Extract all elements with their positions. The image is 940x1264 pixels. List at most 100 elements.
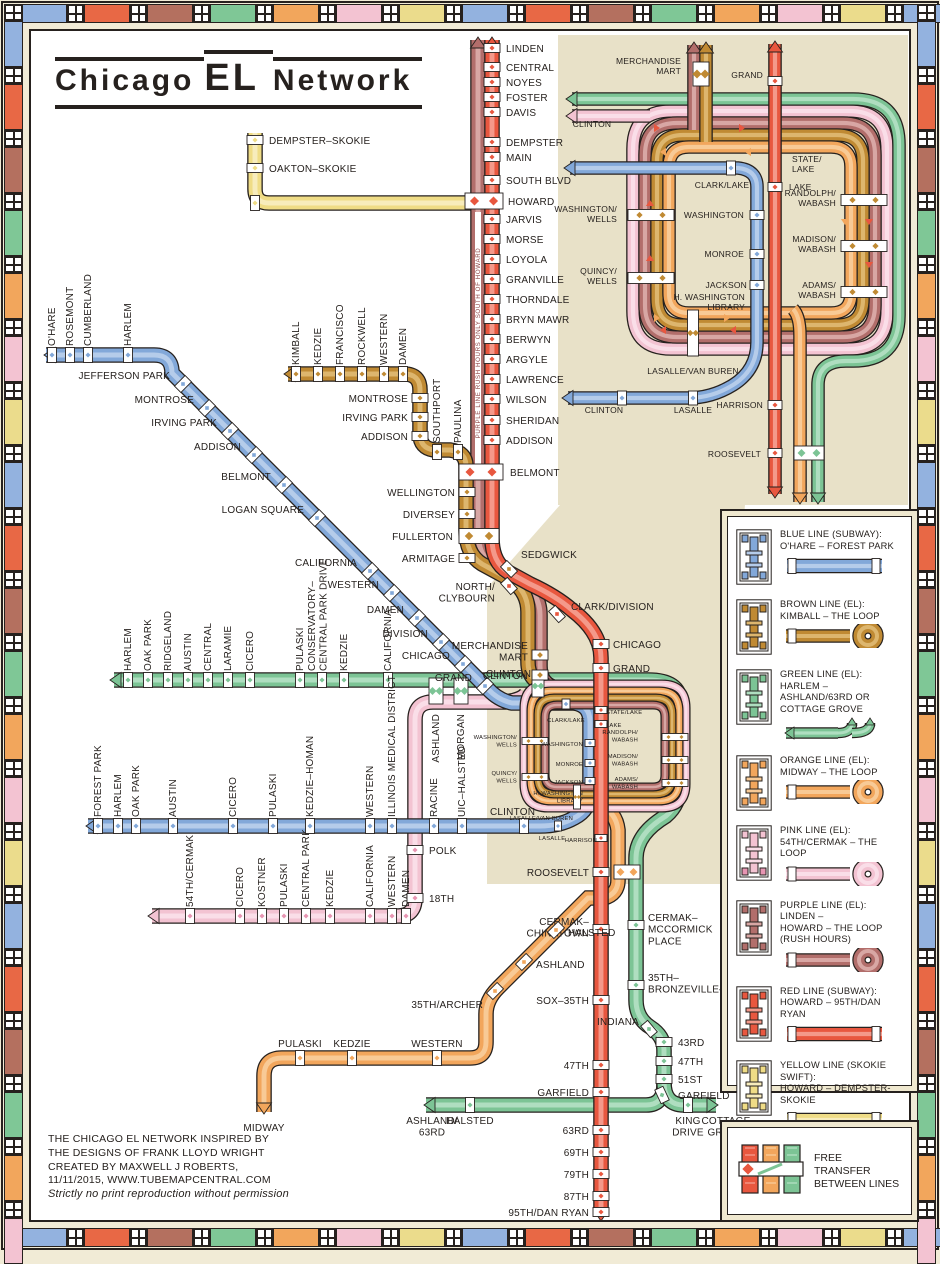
- station-label: KOSTNER: [257, 857, 268, 907]
- legend-item-blue: Blue Line (Subway):O'Hare – Forest Park: [736, 529, 903, 590]
- glass-tile: [84, 4, 130, 23]
- station-label: POLK: [429, 846, 457, 857]
- glass-pane: [445, 1228, 462, 1247]
- legend-item-yellow: Yellow Line (Skokie Swift):Howard – Demp…: [736, 1060, 903, 1137]
- station-label: KEDZIE: [333, 1039, 370, 1050]
- station-label: DAMEN: [398, 328, 409, 365]
- station-label: HARRISON: [565, 838, 597, 844]
- station-label: ADDISON: [194, 442, 241, 453]
- station-label: UIC–HALSTED: [457, 746, 468, 817]
- glass-pane: [4, 949, 23, 966]
- legend-item-label: Pink Line (EL):54th/Cermak – The Loop: [780, 825, 878, 858]
- glass-tile: [777, 1228, 823, 1247]
- glass-pane: [917, 571, 936, 588]
- station-label: LAKE: [606, 723, 622, 729]
- station-label: STATE/LAKE: [606, 710, 642, 716]
- station-label: LASALLE: [539, 836, 566, 842]
- purple-line-note: PURPLE LINE RUSH HOURS ONLY SOUTH OF HOW…: [475, 248, 482, 439]
- station-label: CENTRAL: [506, 63, 554, 74]
- glass-pane: [917, 382, 936, 399]
- station-label: MONROE: [705, 249, 745, 259]
- glass-pane: [917, 1012, 936, 1029]
- legend-item-label: Orange Line (EL):Midway – The Loop: [780, 755, 878, 777]
- glass-pane: [823, 4, 840, 23]
- glass-pane: [697, 1228, 714, 1247]
- station-label: ROOSEVELT: [527, 868, 589, 879]
- credit-line: Strictly no print reproduction without p…: [48, 1188, 289, 1201]
- glass-tile: [917, 1155, 936, 1201]
- station-label: HARLEM: [113, 774, 124, 817]
- glass-pane: [445, 4, 462, 23]
- station-label: RANDOLPH/WABASH: [785, 188, 837, 208]
- glass-tile: [4, 1029, 23, 1075]
- line-legend: Blue Line (Subway):O'Hare – Forest ParkB…: [727, 516, 912, 1128]
- glass-tile: [917, 651, 936, 697]
- station-label: 43RD: [678, 1038, 704, 1049]
- glass-tile: [4, 210, 23, 256]
- glass-pane: [508, 1228, 525, 1247]
- glass-tile: [777, 4, 823, 23]
- glass-tile: [917, 777, 936, 823]
- glass-tile: [4, 462, 23, 508]
- glass-pane: [4, 760, 23, 777]
- glass-pane: [886, 1228, 903, 1247]
- glass-tile: [462, 4, 508, 23]
- glass-pane: [130, 4, 147, 23]
- glass-pane: [4, 445, 23, 462]
- station-label: 54TH/CERMAK: [185, 835, 196, 907]
- station-label: LOGAN SQUARE: [222, 505, 305, 516]
- station-label: WESTERN: [328, 580, 379, 591]
- glass-pane: [193, 4, 210, 23]
- glass-tile: [917, 903, 936, 949]
- glass-tile: [210, 4, 256, 23]
- glass-pane: [256, 1228, 273, 1247]
- glass-tile: [917, 210, 936, 256]
- glass-pane: [508, 4, 525, 23]
- station-label: QUINCY/WELLS: [580, 266, 617, 286]
- station-label: JACKSON: [554, 780, 583, 786]
- glass-pane: [760, 4, 777, 23]
- transfer-label: Free transfer between lines: [814, 1151, 900, 1190]
- station-label: SOUTHPORT: [432, 379, 443, 443]
- legend-line-sample: [780, 717, 903, 746]
- station-label: LAWRENCE: [506, 375, 564, 386]
- station-label: FRANCISCO: [335, 304, 346, 365]
- station-label: KEDZIE: [325, 870, 336, 907]
- glass-pane: [917, 193, 936, 210]
- glass-pane: [382, 1228, 399, 1247]
- glass-tile: [714, 1228, 760, 1247]
- station-label: LINDEN: [506, 44, 544, 55]
- glass-tile: [4, 273, 23, 319]
- station-label: ASHLAND: [431, 714, 442, 763]
- glass-pane: [4, 886, 23, 903]
- glass-pane: [4, 193, 23, 210]
- station-label: SEDGWICK: [521, 550, 577, 561]
- station-label: WESTERN: [365, 766, 376, 817]
- station-label: PULASKI: [268, 773, 279, 817]
- glass-pane: [319, 1228, 336, 1247]
- station-label: STATE/LAKE: [792, 154, 822, 174]
- station-label: KIMBALL: [291, 321, 302, 365]
- station-label: LASALLE/VAN BUREN: [509, 816, 573, 822]
- glass-pane: [917, 1138, 936, 1155]
- station-label: ADDISON: [361, 432, 408, 443]
- station-label: WESTERN: [387, 856, 398, 907]
- station-label: MONTROSE: [135, 395, 195, 406]
- glass-tile: [273, 4, 319, 23]
- station-label: PULASKI: [278, 1039, 322, 1050]
- station-label: IRVING PARK: [342, 413, 408, 424]
- station-label: ARGYLE: [506, 355, 548, 366]
- station-label: WELLINGTON: [387, 488, 455, 499]
- glass-pane: [571, 1228, 588, 1247]
- glass-tile: [4, 714, 23, 760]
- legend-item-label: Brown Line (EL):Kimball – The Loop: [780, 599, 880, 621]
- station-label: BELMONT: [221, 472, 271, 483]
- glass-pane: [4, 256, 23, 273]
- station-label: DEMPSTER–SKOKIE: [269, 136, 370, 147]
- glass-tile: [399, 4, 445, 23]
- station-label: PAULINA: [453, 399, 464, 443]
